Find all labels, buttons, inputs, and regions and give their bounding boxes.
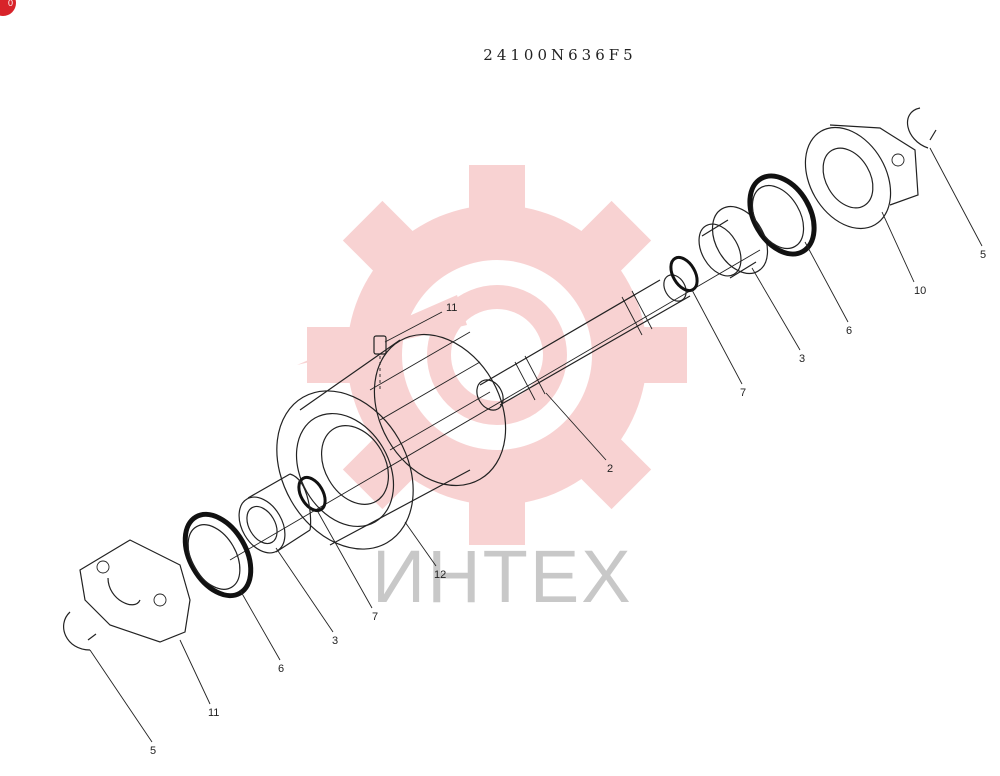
watermark-gear-icon	[297, 165, 687, 545]
bushing-right	[698, 205, 769, 279]
callout-7-right: 7	[740, 387, 746, 399]
callout-2: 2	[607, 463, 613, 475]
snap-ring-right	[906, 107, 937, 149]
bushing-left	[238, 473, 312, 554]
callout-5-left: 5	[150, 745, 156, 757]
callout-7-left: 7	[372, 611, 378, 623]
plug-screw-part	[373, 335, 387, 392]
callout-6-right: 6	[846, 325, 852, 337]
leader-lines	[89, 147, 983, 743]
callout-3-left: 3	[332, 635, 338, 647]
seal-right	[747, 173, 817, 257]
callout-11-top: 11	[446, 302, 457, 314]
snap-ring-left	[63, 611, 97, 651]
corner-badge: 0	[0, 0, 16, 16]
collar-left	[79, 539, 191, 643]
o-ring-left	[297, 475, 327, 513]
callout-12: 12	[434, 569, 446, 581]
part-number: 24100N636F5	[483, 46, 637, 64]
callout-10: 10	[914, 285, 926, 297]
seal-left	[182, 511, 254, 599]
callout-11-bottom: 11	[208, 707, 219, 719]
shaft-part	[476, 274, 691, 411]
roller-body-part	[276, 331, 507, 550]
o-ring-right	[669, 255, 699, 293]
callout-6-left: 6	[278, 663, 284, 675]
collar-right	[804, 124, 919, 230]
callout-3-right: 3	[799, 353, 805, 365]
callout-5-right: 5	[980, 249, 986, 261]
watermark-text: ИНТЕХ	[372, 535, 633, 618]
